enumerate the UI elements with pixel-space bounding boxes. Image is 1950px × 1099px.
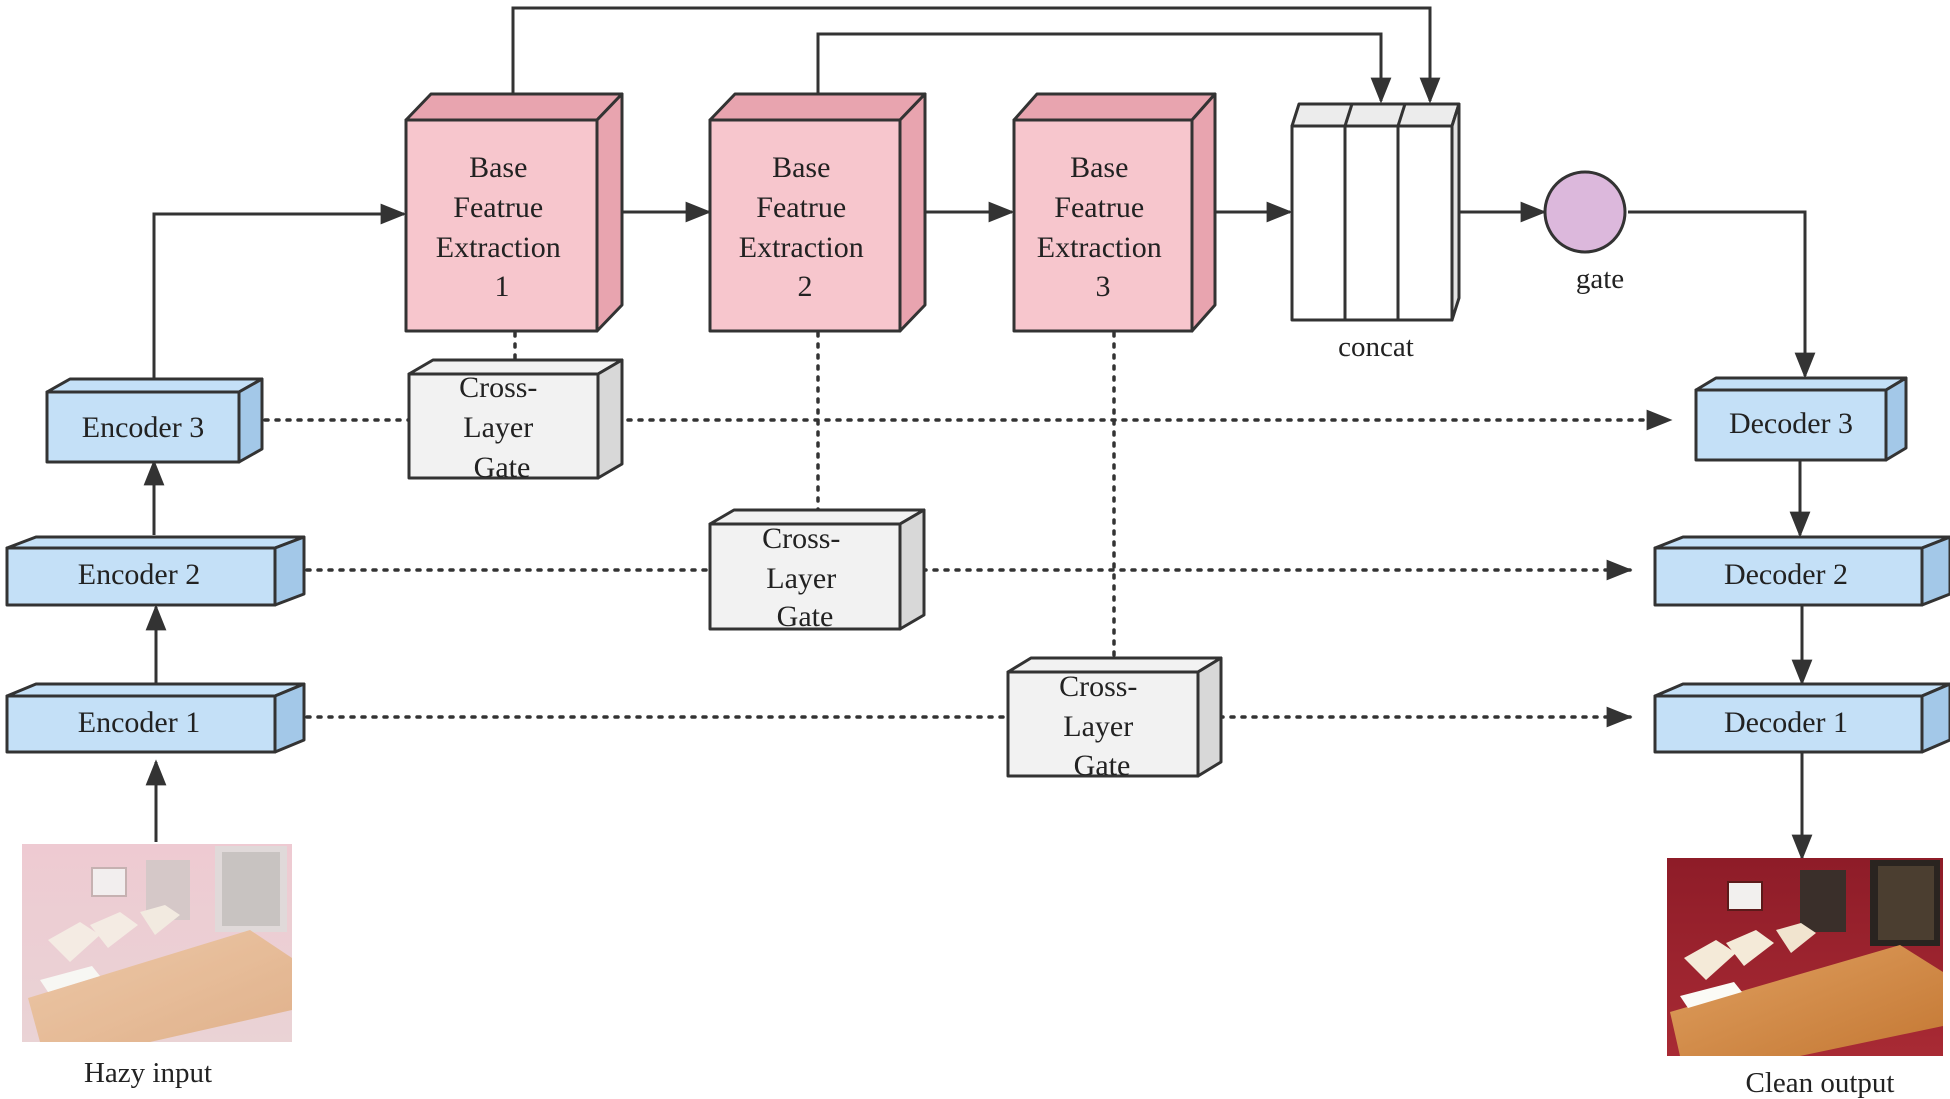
cross-layer-gate-2: Cross- Layer Gate xyxy=(708,508,926,633)
svg-text:Cross- Layer Gate: Cross- Layer Gate xyxy=(459,371,545,484)
base-feature-extraction-1: Base Featrue Extraction 1 xyxy=(404,92,624,333)
svg-text:Base Featrue Extra: Base Featrue Extraction 1 xyxy=(436,151,568,303)
decoder-1-block: Decoder 1 xyxy=(1653,682,1950,754)
bfe3-line-3: Extraction xyxy=(1037,231,1162,264)
bfe1-line-3: Extraction xyxy=(436,231,561,264)
clg1-line-2: Layer xyxy=(463,411,533,444)
clg1-line-3: Gate xyxy=(474,451,531,484)
clean-output-image xyxy=(1667,858,1943,1056)
cross-layer-gate-1: Cross- Layer Gate xyxy=(407,358,624,484)
decoder-2-label: Decoder 2 xyxy=(1724,558,1848,591)
svg-text:Base Featrue Extra: Base Featrue Extraction 2 xyxy=(739,151,871,303)
encoder-2-label: Encoder 2 xyxy=(78,558,200,591)
edge-bfe1-skip-to-concat xyxy=(511,6,1441,104)
clg3-line-2: Layer xyxy=(1063,710,1133,743)
clg2-line-3: Gate xyxy=(777,600,834,633)
encoder-3-label: Encoder 3 xyxy=(82,411,204,444)
edge-bfe2-skip-to-concat xyxy=(816,32,1392,104)
bfe2-line-2: Featrue xyxy=(756,191,846,224)
base-feature-extraction-2: Base Featrue Extraction 2 xyxy=(708,92,927,333)
gate-node: gate xyxy=(1543,170,1627,295)
decoder-2-block: Decoder 2 xyxy=(1653,535,1950,607)
concat-label: concat xyxy=(1338,331,1414,363)
connection-lines xyxy=(143,6,1816,861)
bfe2-line-1: Base xyxy=(772,151,830,184)
encoder-3-block: Encoder 3 xyxy=(45,377,264,464)
encoder-1-label: Encoder 1 xyxy=(78,706,200,739)
bfe3-line-2: Featrue xyxy=(1054,191,1144,224)
clg3-line-3: Gate xyxy=(1074,749,1131,782)
bfe2-line-3: Extraction xyxy=(739,231,864,264)
encoder-1-block: Encoder 1 xyxy=(5,682,306,754)
clg1-line-1: Cross- xyxy=(459,371,537,404)
encoder-2-block: Encoder 2 xyxy=(5,535,306,607)
clg2-line-2: Layer xyxy=(766,562,836,595)
decoder-3-label: Decoder 3 xyxy=(1729,407,1853,440)
bfe1-line-1: Base xyxy=(469,151,527,184)
hazy-input-caption: Hazy input xyxy=(84,1057,212,1089)
decoder-3-block: Decoder 3 xyxy=(1694,376,1908,462)
gate-label: gate xyxy=(1576,263,1624,295)
base-feature-extraction-3: Base Featrue Extraction 3 xyxy=(1012,92,1217,333)
bfe3-line-4: 3 xyxy=(1096,270,1111,303)
hazy-input-image xyxy=(22,844,292,1042)
decoder-1-label: Decoder 1 xyxy=(1724,706,1848,739)
svg-text:Cross- Layer Gate: Cross- Layer Gate xyxy=(762,522,848,633)
bfe1-line-4: 1 xyxy=(495,270,510,303)
bfe3-line-1: Base xyxy=(1070,151,1128,184)
bfe1-line-2: Featrue xyxy=(453,191,543,224)
edge-enc3-to-bfe1 xyxy=(152,203,407,380)
clg3-line-1: Cross- xyxy=(1059,670,1137,703)
bfe2-line-4: 2 xyxy=(798,270,813,303)
svg-text:Cross- Layer Gate: Cross- Layer Gate xyxy=(1059,670,1145,782)
svg-text:Base Featrue Extra: Base Featrue Extraction 3 xyxy=(1037,151,1169,303)
edge-gate-to-dec3 xyxy=(1628,210,1816,379)
clg2-line-1: Cross- xyxy=(762,522,840,555)
concat-block: concat xyxy=(1290,102,1461,363)
cross-layer-gate-3: Cross- Layer Gate xyxy=(1006,656,1223,782)
clean-output-caption: Clean output xyxy=(1745,1067,1894,1099)
